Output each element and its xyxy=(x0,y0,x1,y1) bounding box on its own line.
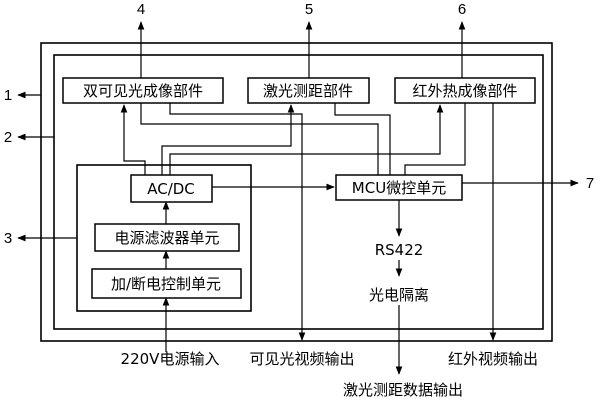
laser-ranging-box xyxy=(247,77,370,104)
visible-imaging-label: 双可见光成像部件 xyxy=(83,82,203,100)
visible-imaging-box xyxy=(62,77,224,104)
laser-data-output-label: 激光测距数据输出 xyxy=(343,381,463,399)
callout-1: 1 xyxy=(4,87,12,104)
opto-isolation-label: 光电隔离 xyxy=(369,286,429,304)
mcu-label: MCU微控单元 xyxy=(352,179,446,197)
connection-wires xyxy=(17,21,579,375)
inner-enclosure-frame xyxy=(53,54,544,330)
callout-6: 6 xyxy=(458,1,466,18)
callout-5: 5 xyxy=(305,1,313,18)
callout-4: 4 xyxy=(137,1,145,18)
rs422-label: RS422 xyxy=(375,241,424,259)
laser-ranging-label: 激光测距部件 xyxy=(263,82,353,100)
infrared-imaging-label: 红外热成像部件 xyxy=(412,82,517,100)
power-filter-label: 电源滤波器单元 xyxy=(114,229,219,247)
callout-7: 7 xyxy=(586,175,594,192)
visible-video-output-label: 可见光视频输出 xyxy=(249,350,354,368)
mcu-box xyxy=(335,174,463,201)
infrared-imaging-box xyxy=(394,77,536,104)
ir-video-output-label: 红外视频输出 xyxy=(448,350,538,368)
callout-3: 3 xyxy=(4,230,12,247)
acdc-box xyxy=(130,174,213,203)
power-switch-box xyxy=(91,268,242,299)
acdc-label: AC/DC xyxy=(147,180,195,198)
power-switch-label: 加/断电控制单元 xyxy=(111,275,221,293)
power-filter-box xyxy=(94,223,240,252)
outer-enclosure-frame xyxy=(40,42,553,342)
callout-2: 2 xyxy=(4,129,12,146)
power-input-label: 220V电源输入 xyxy=(121,350,220,368)
